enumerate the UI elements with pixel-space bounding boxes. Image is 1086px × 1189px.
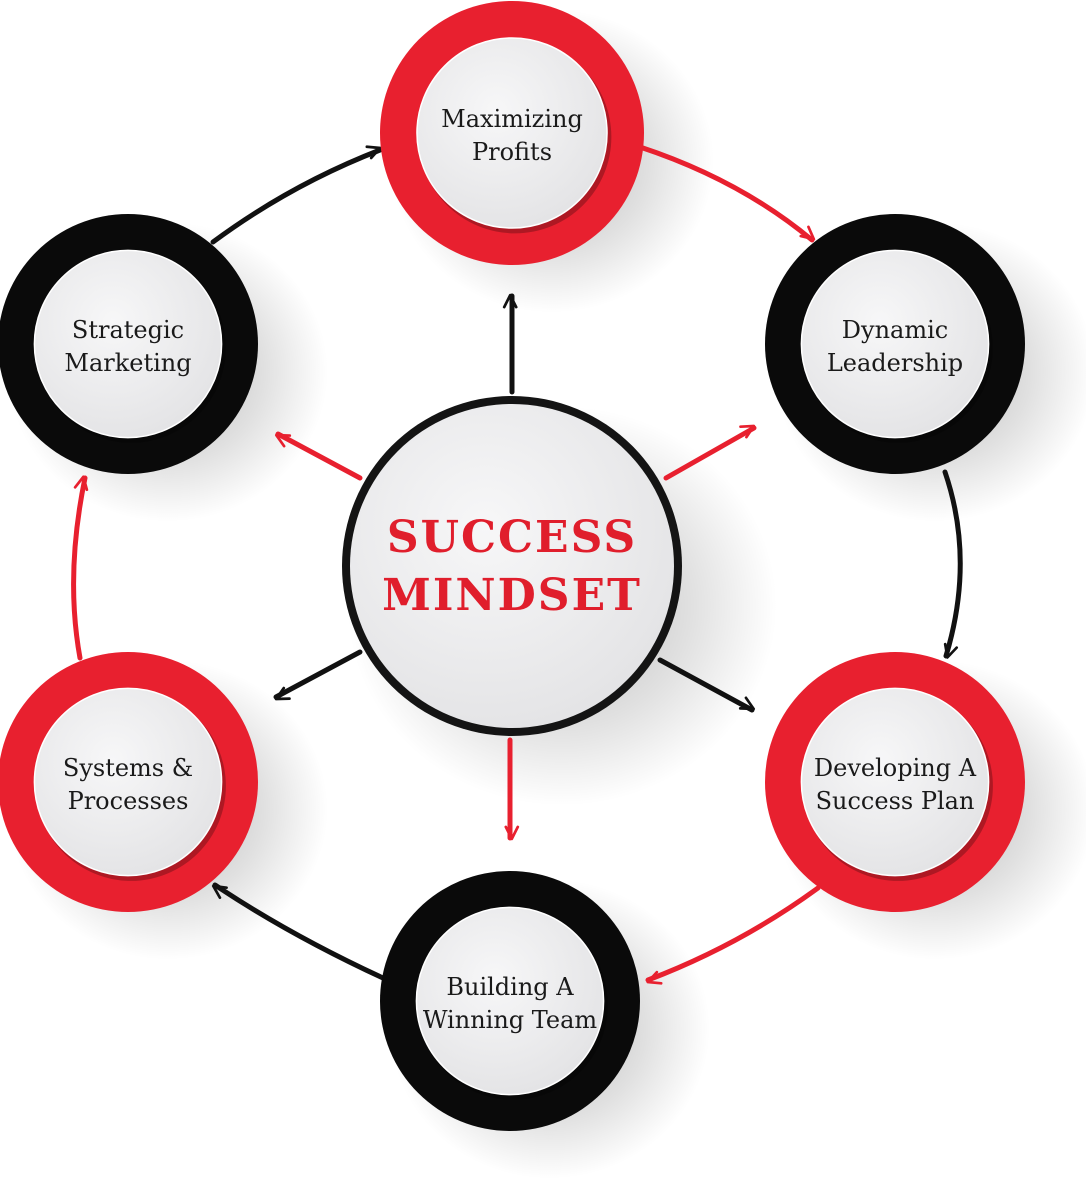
center-title-line1: SUCCESS bbox=[387, 512, 637, 563]
arrow-systems-to-marketing bbox=[71, 475, 89, 661]
arrow-profits-to-leadership bbox=[637, 144, 816, 243]
node-label-line1: Systems & bbox=[63, 754, 193, 782]
node-label-line2: Leadership bbox=[827, 349, 963, 377]
node-face bbox=[416, 37, 608, 229]
node-label-line1: Strategic bbox=[72, 316, 184, 344]
connector-layer bbox=[71, 144, 963, 985]
node-building-winning-team: Building A Winning Team bbox=[380, 871, 640, 1131]
arrow-team-to-systems bbox=[211, 882, 386, 981]
radial-arrow-upper-right bbox=[663, 424, 757, 481]
node-layer: MaximizingProfitsDynamicLeadershipDevelo… bbox=[0, 1, 1025, 1131]
node-label-line1: Building A bbox=[446, 973, 574, 1001]
node-face bbox=[33, 687, 223, 877]
node-label-line2: Success Plan bbox=[816, 787, 975, 815]
node-face bbox=[415, 906, 605, 1096]
arrow-plan-to-team bbox=[645, 885, 821, 985]
center-hub: SUCCESS MINDSET bbox=[342, 396, 682, 736]
radial-arrow-lower-left bbox=[273, 649, 363, 701]
arrow-marketing-to-profits bbox=[210, 145, 383, 245]
node-face bbox=[800, 249, 990, 439]
node-label-line1: Developing A bbox=[814, 754, 977, 782]
arrow-leadership-to-plan bbox=[942, 469, 963, 659]
center-title-line2: MINDSET bbox=[382, 570, 642, 621]
radial-arrow-upper-left bbox=[275, 431, 363, 481]
node-systems-processes: Systems & Processes bbox=[0, 652, 258, 912]
node-label-line1: Dynamic bbox=[842, 316, 948, 344]
node-label-line2: Processes bbox=[68, 787, 189, 815]
node-face bbox=[33, 249, 223, 439]
node-developing-success-plan: Developing A Success Plan bbox=[765, 652, 1025, 912]
center-face bbox=[350, 404, 674, 728]
radial-arrow-lower-right bbox=[657, 657, 756, 713]
node-label-line2: Winning Team bbox=[423, 1006, 598, 1034]
node-face bbox=[800, 687, 990, 877]
node-label-line2: Marketing bbox=[64, 349, 191, 377]
node-label-line2: Profits bbox=[472, 138, 552, 166]
node-label-line1: Maximizing bbox=[441, 105, 583, 133]
